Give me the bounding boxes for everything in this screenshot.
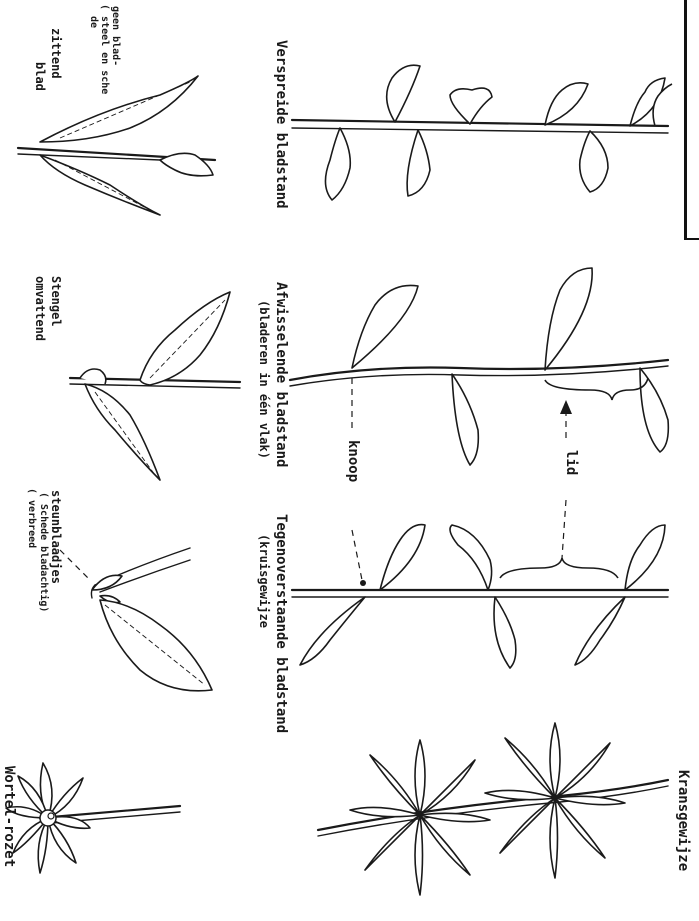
sketch-wortel-rozet (6, 763, 180, 873)
label-tegenoverstaande-sub: (kruisgewijze (257, 534, 270, 628)
label-zittend-2: blad (33, 62, 46, 91)
label-zittend-1: zittend (49, 28, 62, 79)
label-stengel-2: omvattend (33, 276, 46, 341)
label-steunblaadjes-2: ( Schede bladachtig) (38, 492, 49, 612)
label-knoop: knoop (345, 440, 360, 482)
label-steunblaadjes-1: steunblaadjes (49, 490, 62, 584)
stem-verspreide (292, 65, 672, 200)
stem-afwisselende (290, 268, 668, 465)
label-geen-blad-2: ( steel en sche (99, 4, 110, 94)
label-geen-blad-3: de (88, 16, 99, 28)
label-afwisselende-sub: (bladeren in één vlak) (257, 300, 270, 459)
label-geen-blad-1: geen blad- (110, 6, 121, 66)
label-tegenoverstaande: Tegenoverstaande bladstand (273, 514, 288, 733)
stem-kransgewijze (318, 723, 668, 895)
label-wortel-rozet: Wortel-rozet (1, 766, 16, 867)
label-verspreide: Verspreide bladstand (273, 40, 288, 209)
sketch-steunblaadjes (60, 548, 212, 691)
sketch-stengel-omvattend (70, 292, 240, 480)
label-afwisselende: Afwisselende bladstand (273, 282, 288, 467)
label-stengel-1: Stengel (49, 276, 62, 327)
label-steunblaadjes-3: ( verbreed (26, 488, 37, 548)
label-kransgewijze: Kransgewijze (675, 770, 690, 871)
sketch-zittend-blad (18, 76, 215, 215)
label-lid: lid (563, 450, 578, 475)
stem-tegenoverstaande (292, 525, 668, 668)
